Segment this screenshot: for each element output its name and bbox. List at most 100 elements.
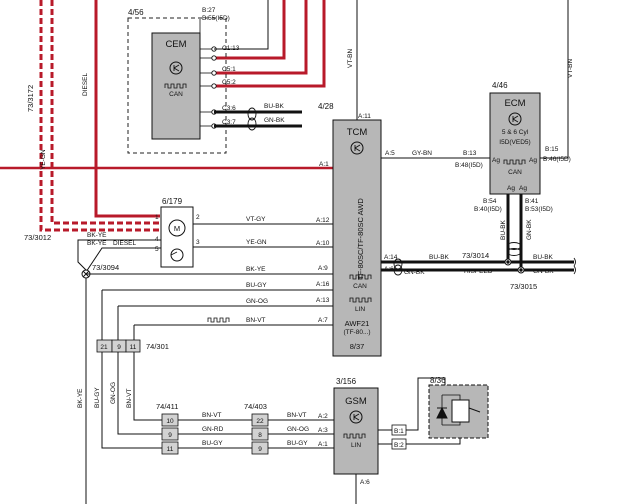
c403-pin-2: 8	[258, 432, 262, 439]
pin-b41: B:41	[525, 198, 539, 205]
power-wire-left-1	[39, 0, 160, 232]
wire-bk-ye-diesel-prefix: BK-YE	[87, 240, 107, 247]
c411-pin-1: 10	[166, 418, 174, 425]
gsm-label: GSM	[345, 396, 367, 407]
wire-gn-bk-bus: GN-BK	[404, 269, 425, 276]
motor-pin-5: 5	[155, 246, 159, 253]
cem-module[interactable]: CEM CAN C1:13 C5:1 C5:2 C3:6 C3:7 B:27 B…	[127, 7, 240, 154]
wire-bu-gy-gsm-right: BU-GY	[287, 440, 308, 447]
wire-bk-ye-vertical: BK-YE	[77, 388, 84, 408]
power-wire-top-2	[214, 0, 308, 75]
motor-icon	[168, 219, 186, 237]
wire-gn-bk-bus-right: GN-BK	[533, 268, 554, 275]
vt-bn-wires	[356, 0, 569, 159]
power-wire-left-2	[50, 0, 160, 225]
wire-bn-vt-vertical: BN-VT	[126, 388, 133, 408]
tcm-left-wires	[85, 273, 333, 504]
awf-sub-label: (TF-80...)	[343, 329, 370, 336]
wire-gn-bk-ecm: GN-BK	[526, 219, 533, 240]
connector-74-403: 22 8 9	[251, 413, 269, 455]
switch-ref: 8/36	[430, 376, 446, 385]
hispeed-can-wires	[381, 260, 574, 272]
wire-vt-bn-ecm: VT-BN	[567, 59, 574, 78]
pin-b1: B:1	[394, 428, 404, 435]
diesel-label-left: DIESEL	[82, 72, 89, 96]
motor-wires	[77, 223, 333, 273]
wire-bu-gy-tcm: BU-GY	[246, 282, 267, 289]
diesel-label-motor: DIESEL	[113, 240, 137, 247]
gsm-module[interactable]: GSM LIN	[333, 387, 379, 475]
motor-pin-2: 2	[196, 214, 200, 221]
wire-bn-vt-gsm-left: BN-VT	[202, 412, 222, 419]
wire-bu-bk-cem: BU-BK	[264, 103, 285, 110]
pin-b48: B:48(I5D)	[455, 162, 483, 169]
awf-label: AWF21	[345, 319, 370, 328]
pin-b40: B:40(I5D)	[474, 206, 502, 213]
motor-pin-3: 3	[196, 239, 200, 246]
pin-b15: B:15	[545, 146, 559, 153]
c411-pin-2: 9	[168, 432, 172, 439]
wire-vt-gy: VT-GY	[246, 216, 266, 223]
wire-bu-gy-vertical: BU-GY	[94, 387, 101, 408]
pin-a5: A:5	[385, 150, 395, 157]
ecm-ag-bottom-1: Ag	[507, 185, 515, 192]
connector-74-301: 21 9 11	[96, 339, 141, 353]
wire-gn-bk-cem: GN-BK	[264, 117, 285, 124]
c403-pin-1: 22	[256, 418, 264, 425]
ref-73-3014: 73/3014	[462, 251, 489, 260]
wire-ye-gn-left: YE-GN	[40, 149, 47, 170]
ecm-label: ECM	[504, 98, 525, 109]
cem-label: CEM	[165, 39, 186, 50]
wire-bu-gy-gsm-left: BU-GY	[202, 440, 223, 447]
ecm-ref: 4/46	[492, 81, 508, 90]
pin-a7: A:7	[318, 317, 328, 324]
tcm-can-label: CAN	[353, 283, 367, 290]
gsm-lin-label: LIN	[351, 442, 361, 449]
ref-73-3012: 73/3012	[24, 233, 51, 242]
gsm-wires	[178, 419, 334, 449]
pin-b13: B:13	[463, 150, 477, 157]
ecm-ag-bottom-2: Ag	[519, 185, 527, 192]
tcm-ref: 4/28	[318, 102, 334, 111]
pin-a10: A:10	[316, 240, 330, 247]
tcm-box-ref: 8/37	[350, 342, 365, 351]
pin-b53: B:53(I5D)	[525, 206, 553, 213]
power-wire-top-3	[214, 0, 326, 88]
ref-73-3172: 73/3172	[26, 85, 35, 112]
cem-ref: 4/56	[128, 8, 144, 17]
tcm-module[interactable]: TCM TF-80SC/TF-80SC AWD CAN LIN AWF21 (T…	[332, 119, 382, 357]
selector-motor[interactable]: M	[160, 206, 194, 268]
pin-a2: A:2	[318, 413, 328, 420]
pin-c5-1: C5:1	[222, 66, 236, 73]
pin-b54: B:54	[483, 198, 497, 205]
motor-pin-1: 1	[155, 214, 159, 221]
c403-pin-3: 9	[258, 446, 262, 453]
c411-pin-3: 11	[167, 446, 174, 453]
wire-ye-gn-motor: YE-GN	[246, 239, 267, 246]
ecm-twist-icon	[506, 242, 522, 256]
pin-b55: B:55(I5D)	[202, 15, 230, 22]
tcm-lin-label: LIN	[355, 306, 365, 313]
wire-gn-rd-gsm-left: GN-RD	[202, 426, 224, 433]
motor-ref: 6/179	[162, 197, 183, 206]
c301-pin-1: 21	[100, 344, 108, 351]
ecm-module[interactable]: ECM 5 & 6 Cyl I5D(VED5) CAN Ag Ag Ag Ag	[489, 92, 541, 195]
tcm-label: TCM	[347, 127, 368, 138]
cem-twist-icon	[247, 107, 257, 131]
wire-gn-og-vertical: GN-OG	[110, 382, 117, 404]
bus-splices	[504, 258, 525, 274]
wire-bu-bk-bus: BU-BK	[429, 254, 450, 261]
wire-bn-vt-gsm-right: BN-VT	[287, 412, 307, 419]
pin-gsm-a1: A:1	[318, 441, 328, 448]
power-wire-top-1	[214, 0, 286, 60]
pin-a11: A:11	[358, 113, 371, 120]
pin-c5-2: C5:2	[222, 79, 236, 86]
gear-sensor-switch[interactable]	[428, 384, 489, 439]
pin-a3: A:3	[318, 427, 328, 434]
ecm-ag-right: Ag	[529, 157, 537, 164]
pin-a12: A:12	[316, 217, 330, 224]
motor-label: M	[174, 224, 180, 233]
conn-411-ref: 74/411	[156, 402, 178, 411]
wire-bk-ye-motor: BK-YE	[87, 232, 107, 239]
pin-a16: A:16	[316, 281, 330, 288]
